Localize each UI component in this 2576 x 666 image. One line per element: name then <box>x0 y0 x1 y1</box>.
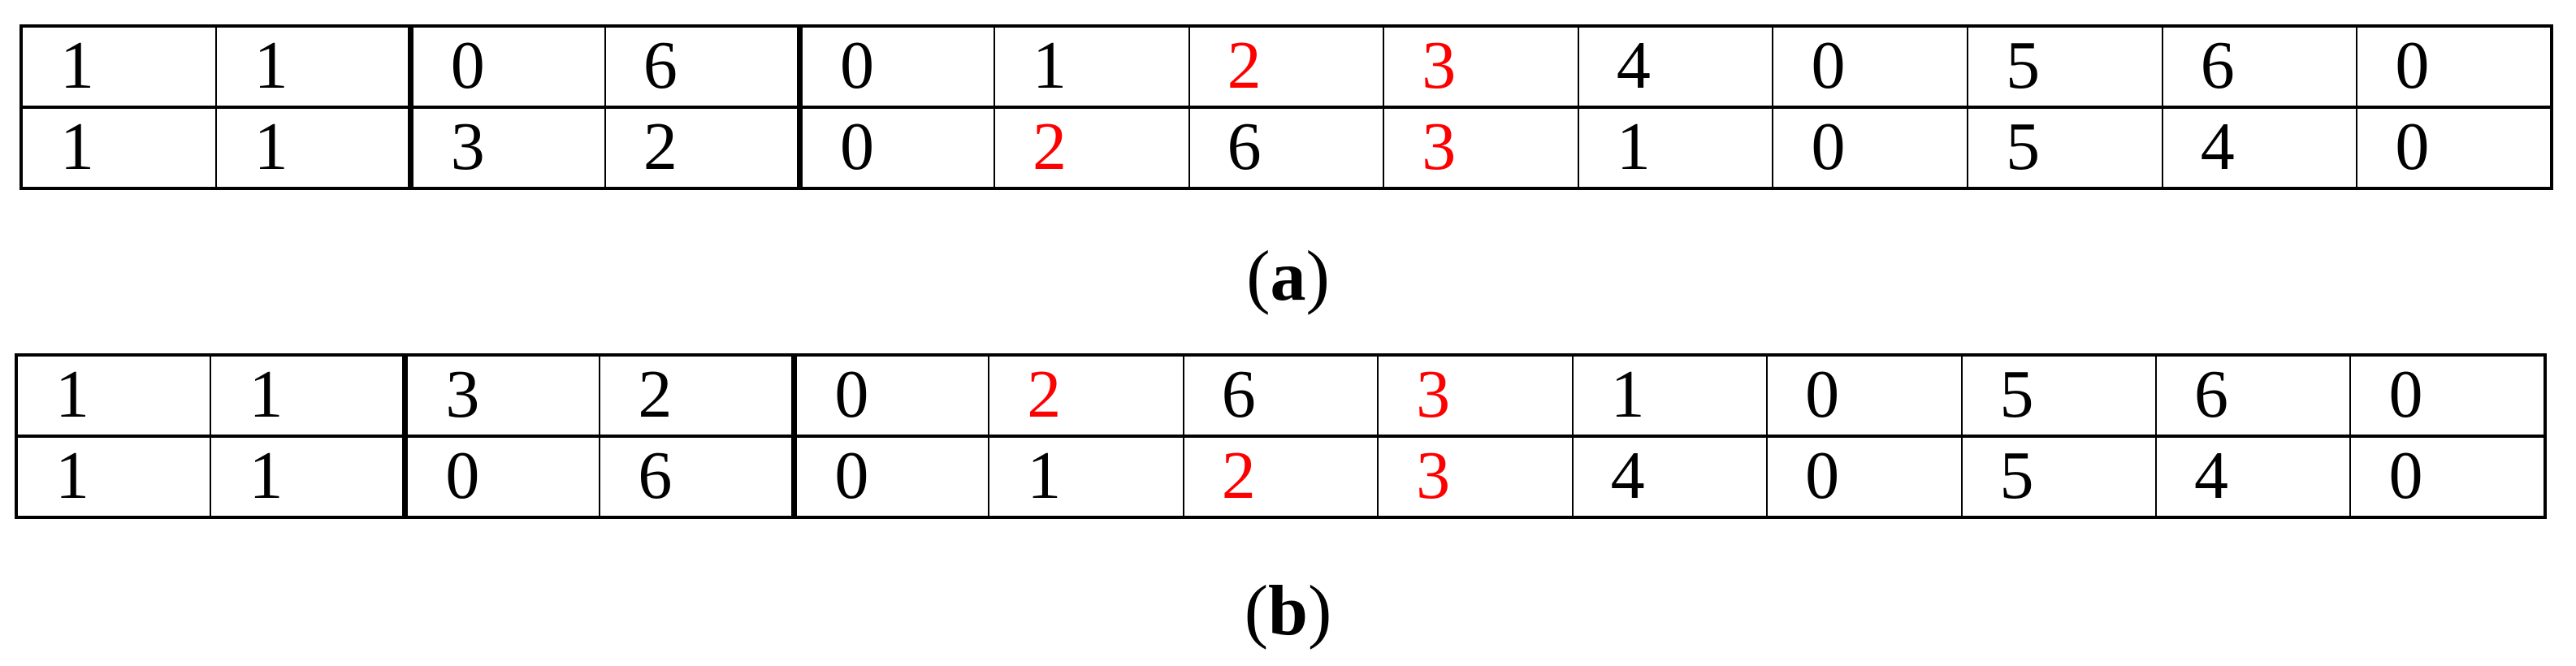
gene-cell: 6 <box>599 435 798 519</box>
gene-cell: 0 <box>2349 435 2546 519</box>
panel-label-b: (b) <box>0 573 2576 651</box>
gene-cell: 4 <box>1577 24 1774 109</box>
gene-cell: 1 <box>1577 106 1774 190</box>
gene-cell: 1 <box>1571 353 1769 438</box>
gene-cell: 0 <box>409 24 606 109</box>
gene-cell: 6 <box>604 24 803 109</box>
gene-cell: 0 <box>2356 106 2552 190</box>
gene-cell: 6 <box>2154 353 2352 438</box>
gene-cell: 1 <box>15 353 212 438</box>
gene-cell: 6 <box>1188 106 1385 190</box>
gene-cell: 5 <box>1960 353 2157 438</box>
gene-cell-highlighted: 2 <box>1182 435 1379 519</box>
panel-label-b-letter: b <box>1268 572 1308 651</box>
panel-label-a-letter: a <box>1270 237 1306 316</box>
panel-label-a-open-paren: ( <box>1246 237 1271 316</box>
gene-cell: 0 <box>1766 435 1963 519</box>
gene-cell: 0 <box>1772 106 1969 190</box>
gene-cell: 6 <box>2161 24 2358 109</box>
gene-cell: 4 <box>2154 435 2352 519</box>
gene-cell-highlighted: 2 <box>988 353 1184 438</box>
gene-cell: 1 <box>988 435 1184 519</box>
gene-cell: 0 <box>799 24 996 109</box>
gene-cell: 1 <box>994 24 1190 109</box>
gene-cell: 0 <box>799 106 996 190</box>
gene-cell-highlighted: 3 <box>1383 106 1579 190</box>
gene-cell: 5 <box>1967 106 2163 190</box>
gene-cell: 0 <box>1766 353 1963 438</box>
gene-cell: 1 <box>15 435 212 519</box>
gene-cell: 4 <box>1571 435 1769 519</box>
gene-cell: 0 <box>404 435 601 519</box>
panel-label-b-open-paren: ( <box>1244 572 1269 651</box>
gene-cell: 2 <box>604 106 803 190</box>
panel-label-a: (a) <box>0 238 2576 316</box>
gene-cell: 0 <box>2349 353 2546 438</box>
gene-cell-highlighted: 3 <box>1377 353 1574 438</box>
gene-cell: 2 <box>599 353 798 438</box>
gene-cell: 3 <box>409 106 606 190</box>
panel-label-b-close-paren: ) <box>1307 572 1332 651</box>
gene-cell-highlighted: 3 <box>1383 24 1579 109</box>
gene-cell: 3 <box>404 353 601 438</box>
gene-cell: 0 <box>2356 24 2552 109</box>
gene-cell: 1 <box>20 24 217 109</box>
gene-cell: 1 <box>210 435 409 519</box>
gene-cell: 5 <box>1967 24 2163 109</box>
panel-label-a-close-paren: ) <box>1305 237 1330 316</box>
gene-cell-highlighted: 2 <box>1188 24 1385 109</box>
gene-cell: 1 <box>20 106 217 190</box>
gene-cell: 1 <box>210 353 409 438</box>
gene-cell-highlighted: 2 <box>994 106 1190 190</box>
gene-cell: 5 <box>1960 435 2157 519</box>
gene-cell: 1 <box>214 24 413 109</box>
gene-cell: 0 <box>1772 24 1969 109</box>
gene-cell: 0 <box>793 435 990 519</box>
gene-cell: 6 <box>1182 353 1379 438</box>
gene-cell-highlighted: 3 <box>1377 435 1574 519</box>
gene-cell: 0 <box>793 353 990 438</box>
gene-cell: 1 <box>214 106 413 190</box>
gene-cell: 4 <box>2161 106 2358 190</box>
